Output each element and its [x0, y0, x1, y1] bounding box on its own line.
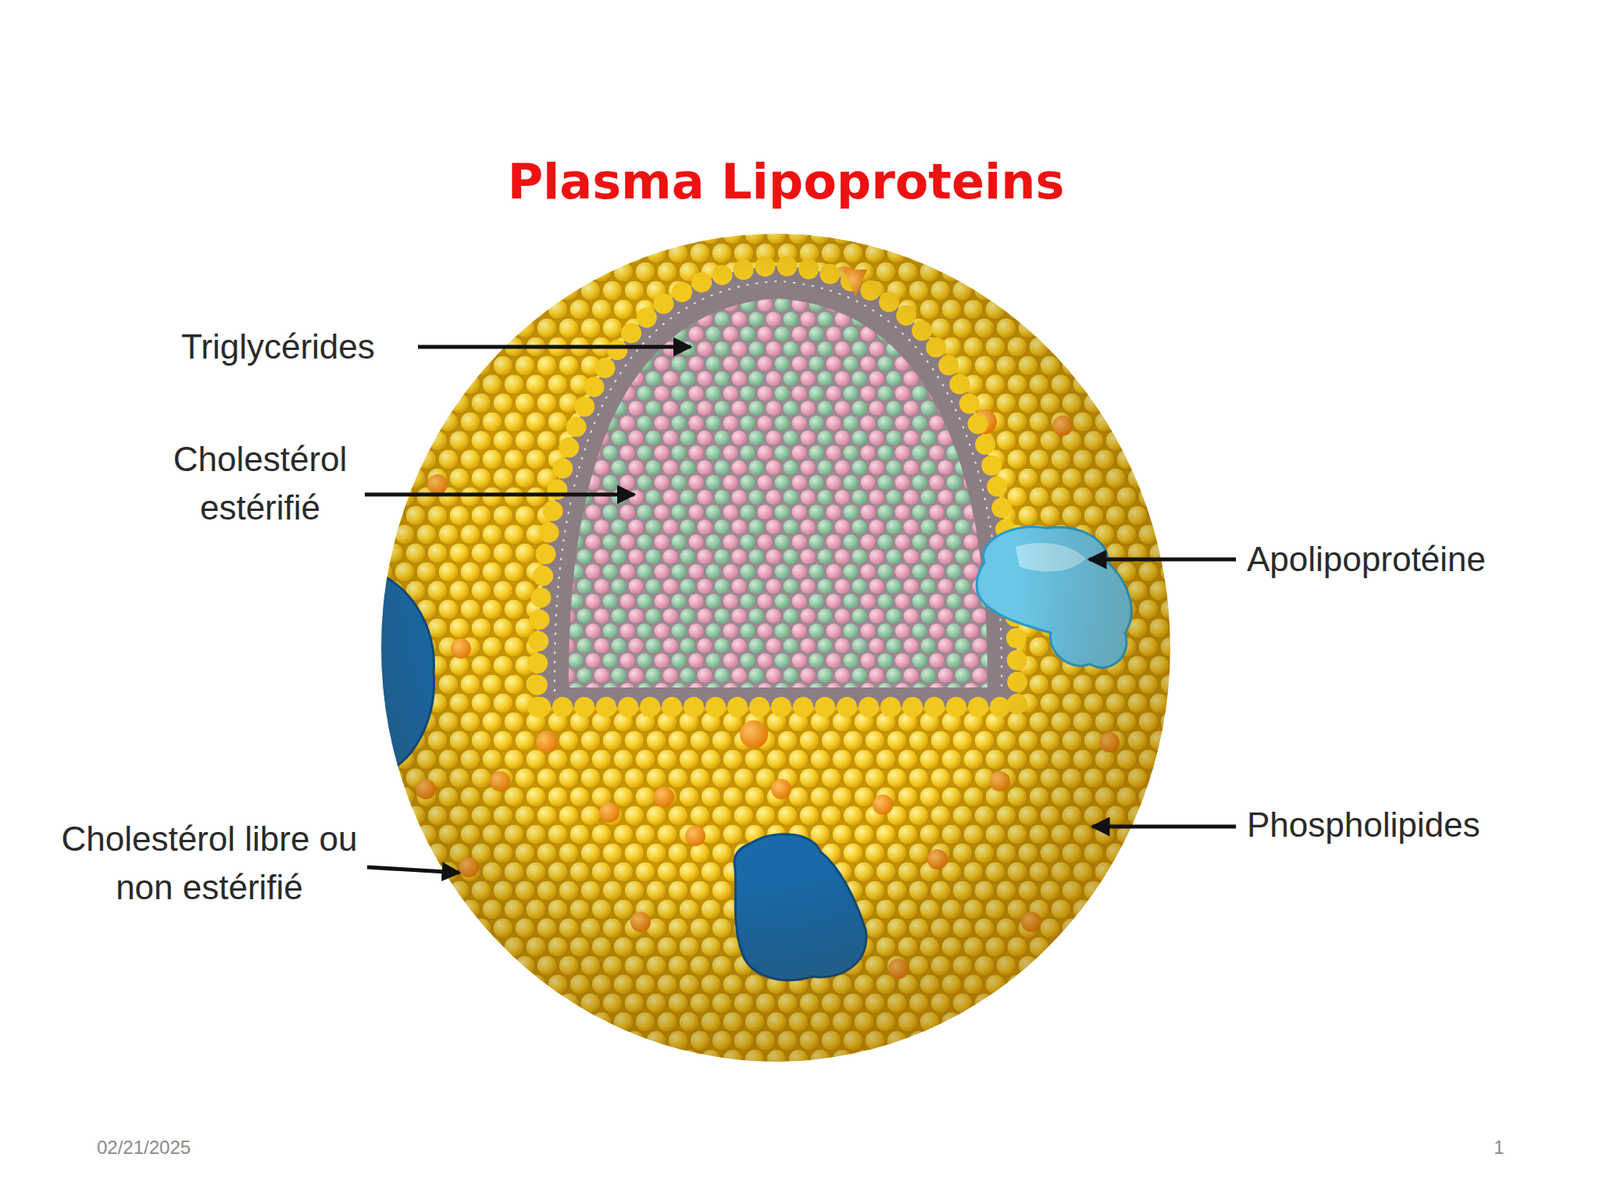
footer-date: 02/21/2025	[96, 1135, 191, 1160]
leader-arrow	[417, 345, 691, 350]
callout-label: Apolipoprotéine	[1246, 535, 1486, 584]
leader-arrow	[1092, 825, 1236, 829]
sphere-shading	[381, 233, 1171, 1062]
callout-label: Cholestérol estérifié	[142, 435, 378, 533]
sphere-body	[367, 233, 1171, 1062]
leader-arrows	[364, 346, 1236, 873]
diagram-title: Plasma Lipoproteins	[507, 153, 1065, 211]
leader-arrow	[1089, 557, 1236, 562]
callout-label: Triglycérides	[181, 322, 375, 372]
callout-label: Cholestérol libre ou non estérifié	[53, 814, 366, 912]
leader-arrow	[367, 867, 460, 873]
page-number: 1	[1493, 1135, 1504, 1160]
phospholipid-shell	[381, 233, 1171, 1062]
callout-label: Phospholipides	[1246, 800, 1480, 850]
leader-arrow	[364, 492, 635, 497]
